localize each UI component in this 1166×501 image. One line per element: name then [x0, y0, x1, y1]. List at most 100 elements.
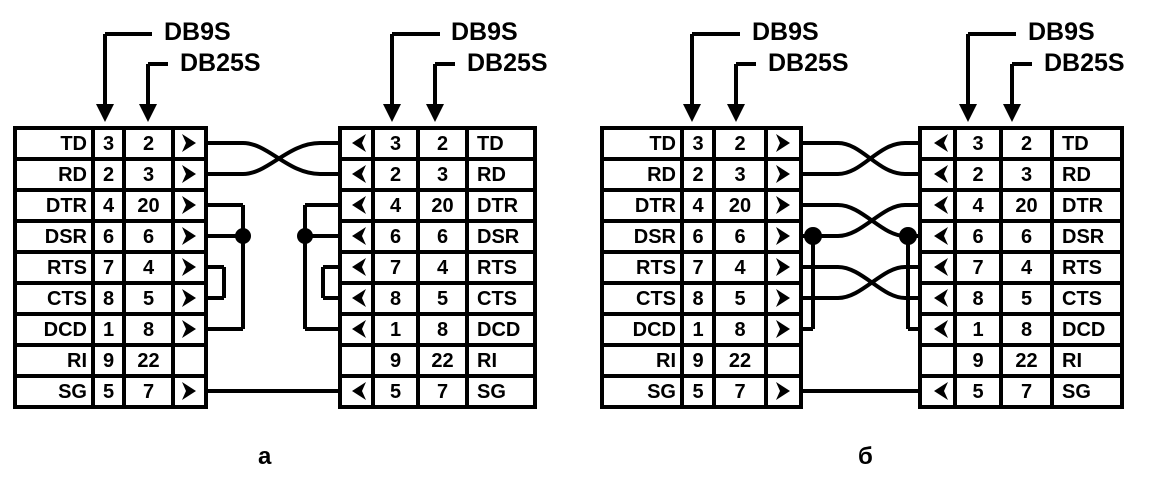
cell-signal-name-a-right-DCD: DCD: [477, 318, 521, 341]
diagram-a-leaders: [103, 32, 455, 110]
cell-db9-pin-b-right-CTS: 8: [972, 287, 984, 310]
cell-signal-name-b-left-TD: TD: [649, 132, 676, 155]
diagram-b-junction-dots: [804, 227, 917, 245]
cell-signal-name-b-left-RI: RI: [656, 349, 676, 372]
cell-signal-name-b-right-RD: RD: [1062, 163, 1091, 186]
cell-db9-pin-a-right-TD: 3: [389, 132, 402, 155]
cell-signal-name-a-right-RD: RD: [477, 163, 506, 186]
diagram-b-left-db9-label: DB9S: [752, 18, 819, 46]
cell-signal-name-b-right-RTS: RTS: [1062, 256, 1102, 279]
cell-db9-pin-a-right-RI: 9: [389, 349, 402, 372]
cell-db25-pin-b-right-DTR: 20: [1015, 194, 1038, 217]
cell-signal-name-a-left-TD: TD: [60, 132, 87, 155]
cell-db9-pin-a-left-SG: 5: [102, 380, 115, 403]
cell-db25-pin-b-left-SG: 7: [734, 380, 746, 403]
table-b-left-port-arrows: [776, 134, 790, 400]
table-b-right-port-arrows: [934, 134, 948, 400]
cell-signal-name-b-right-RI: RI: [1062, 349, 1082, 372]
cell-db25-pin-b-left-RI: 22: [728, 349, 752, 372]
cell-db25-pin-a-left-TD: 2: [142, 132, 155, 155]
diagram-a-right-db9-label: DB9S: [451, 18, 518, 46]
cell-db9-pin-a-right-RTS: 7: [389, 256, 402, 279]
diagram-b-wiring: [801, 141, 920, 393]
cell-signal-name-b-left-DCD: DCD: [632, 318, 676, 341]
cell-signal-name-b-right-DTR: DTR: [1062, 194, 1104, 217]
cell-signal-name-b-left-DTR: DTR: [634, 194, 676, 217]
cell-db25-pin-b-left-DSR: 6: [734, 225, 746, 248]
cell-db25-pin-b-right-CTS: 5: [1020, 287, 1033, 310]
cell-db25-pin-b-right-DSR: 6: [1020, 225, 1033, 248]
cell-signal-name-a-right-RI: RI: [477, 349, 497, 372]
cell-db25-pin-b-left-DTR: 20: [728, 194, 752, 217]
cell-signal-name-a-right-RTS: RTS: [477, 256, 517, 279]
cell-signal-name-a-left-CTS: CTS: [47, 287, 87, 310]
diagram-a-leader-arrowheads: [96, 104, 444, 122]
cell-db9-pin-b-right-RI: 9: [972, 349, 984, 372]
cell-db9-pin-b-left-RTS: 7: [692, 256, 704, 279]
diagram-b-leaders: [690, 32, 1032, 110]
cell-db9-pin-a-left-CTS: 8: [102, 287, 115, 310]
cell-db25-pin-a-left-DCD: 8: [142, 318, 155, 341]
cell-db25-pin-b-left-RD: 3: [734, 163, 746, 186]
cell-db25-pin-a-right-TD: 2: [436, 132, 449, 155]
cell-db25-pin-a-left-DTR: 20: [137, 194, 160, 217]
cell-signal-name-a-left-DCD: DCD: [43, 318, 87, 341]
cell-signal-name-b-right-SG: SG: [1062, 380, 1091, 403]
cell-db9-pin-a-left-RD: 2: [102, 163, 115, 186]
cell-db9-pin-a-right-DSR: 6: [389, 225, 402, 248]
table-a-right-port-arrows: [352, 134, 366, 400]
cell-db25-pin-a-right-DTR: 20: [431, 194, 454, 217]
table-a-left-port-arrows: [182, 134, 196, 400]
cell-db25-pin-a-left-RD: 3: [142, 163, 155, 186]
cell-signal-name-a-right-DTR: DTR: [477, 194, 519, 217]
cell-db9-pin-a-left-RI: 9: [102, 349, 115, 372]
cell-signal-name-a-left-DSR: DSR: [44, 225, 87, 248]
cell-signal-name-b-right-DCD: DCD: [1062, 318, 1106, 341]
table-b-left: [600, 126, 803, 409]
cell-signal-name-a-right-DSR: DSR: [477, 225, 520, 248]
cell-db25-pin-a-right-RD: 3: [436, 163, 449, 186]
cell-signal-name-a-right-SG: SG: [477, 380, 506, 403]
cell-db9-pin-a-right-DCD: 1: [389, 318, 402, 341]
cell-db9-pin-b-right-RTS: 7: [972, 256, 984, 279]
cell-db25-pin-a-left-CTS: 5: [142, 287, 155, 310]
cell-db9-pin-b-right-DCD: 1: [972, 318, 984, 341]
cell-db25-pin-a-right-CTS: 5: [436, 287, 449, 310]
cell-signal-name-a-right-CTS: CTS: [477, 287, 517, 310]
cell-db9-pin-b-right-TD: 3: [972, 132, 984, 155]
cell-db25-pin-a-right-DCD: 8: [436, 318, 449, 341]
cell-signal-name-b-right-CTS: CTS: [1062, 287, 1102, 310]
cell-signal-name-b-left-CTS: CTS: [636, 287, 676, 310]
cell-db25-pin-a-right-SG: 7: [436, 380, 449, 403]
diagram-b-right-db25-label: DB25S: [1044, 49, 1125, 77]
cell-db25-pin-a-right-DSR: 6: [436, 225, 449, 248]
cell-db9-pin-a-right-RD: 2: [389, 163, 402, 186]
cell-db25-pin-a-right-RTS: 4: [436, 256, 449, 279]
cell-db9-pin-b-left-DCD: 1: [692, 318, 704, 341]
cell-db9-pin-b-left-DSR: 6: [692, 225, 704, 248]
figure-caption-b: б: [858, 443, 873, 470]
diagram-b-left-db25-label: DB25S: [768, 49, 849, 77]
cell-signal-name-b-left-RTS: RTS: [636, 256, 676, 279]
cell-db25-pin-b-right-TD: 2: [1020, 132, 1033, 155]
cell-db25-pin-b-right-SG: 7: [1020, 380, 1033, 403]
cell-signal-name-a-left-SG: SG: [58, 380, 87, 403]
cell-db25-pin-b-right-RD: 3: [1020, 163, 1033, 186]
cell-db25-pin-b-right-RTS: 4: [1020, 256, 1033, 279]
cell-db25-pin-a-left-SG: 7: [142, 380, 155, 403]
cell-signal-name-b-right-TD: TD: [1062, 132, 1089, 155]
cell-db9-pin-a-right-DTR: 4: [389, 194, 402, 217]
figure-caption-a: a: [258, 443, 272, 470]
diagram-a-left-db25-label: DB25S: [180, 49, 261, 77]
cell-db25-pin-a-right-RI: 22: [431, 349, 454, 372]
cell-db9-pin-a-left-TD: 3: [102, 132, 115, 155]
cell-signal-name-b-left-DSR: DSR: [633, 225, 676, 248]
diagram-b-right-db9-label: DB9S: [1028, 18, 1095, 46]
cell-db25-pin-b-left-TD: 2: [734, 132, 746, 155]
cell-signal-name-a-right-TD: TD: [477, 132, 504, 155]
cell-db9-pin-b-left-SG: 5: [692, 380, 704, 403]
cell-db9-pin-b-left-RD: 2: [692, 163, 704, 186]
cell-db9-pin-a-left-DTR: 4: [102, 194, 115, 217]
